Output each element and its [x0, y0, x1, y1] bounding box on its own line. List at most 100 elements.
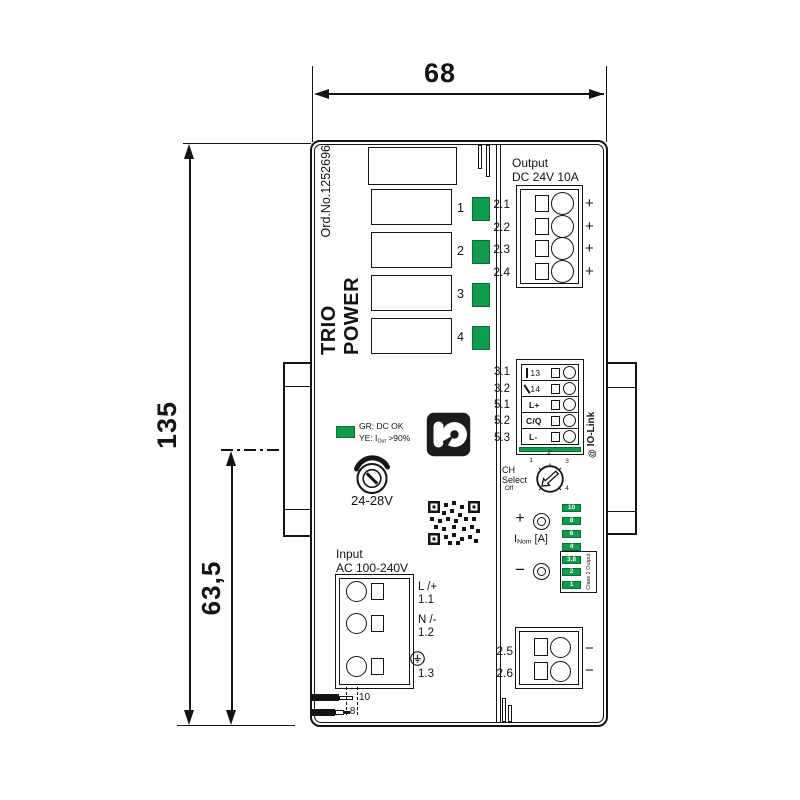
tab-left-line — [283, 386, 311, 387]
channel-box-4 — [371, 318, 452, 354]
status-led — [336, 426, 355, 438]
width-dimension-label: 68 — [423, 58, 457, 88]
channel-led-4 — [472, 326, 490, 350]
signal-wire-slot — [551, 383, 560, 394]
vent-slot — [478, 145, 482, 169]
channel-selector-rotary-icon — [536, 463, 564, 493]
signal-wire-slot — [551, 415, 560, 426]
width-dimension-line — [316, 93, 604, 95]
input-wire-slot — [371, 583, 384, 600]
signal-terminal-label: 5.1 — [494, 399, 510, 411]
polarity-plus: + — [585, 240, 594, 257]
din-rail-tab-left — [283, 362, 313, 537]
polarity-plus: + — [585, 218, 594, 235]
signal-terminal-label: 5.2 — [494, 415, 510, 427]
signal-wire-slot — [551, 367, 560, 378]
input-line-terminal: 1.1 — [418, 594, 434, 606]
selector-position-2: 2 — [547, 449, 551, 456]
vent-slot — [502, 698, 506, 722]
current-led-8: 8 — [562, 517, 581, 525]
voltage-range-label: 24-28V — [351, 493, 393, 508]
iolink-logo-icon: @ — [586, 449, 597, 458]
status-yellow-pre: YE: I — [359, 433, 378, 443]
bottom-wire-slot — [534, 638, 548, 656]
ch-label-line2: Select — [502, 475, 528, 485]
output-screw-terminal — [551, 237, 574, 260]
pin-label: C/Q — [526, 415, 542, 426]
decrease-button-inner — [537, 567, 546, 576]
wire-ferrule — [335, 710, 344, 715]
status-yellow-sub: Out — [377, 438, 386, 445]
nominal-current-label: INom [A] — [514, 533, 548, 546]
output-screw-terminal — [551, 192, 574, 215]
arrowhead-down-icon — [226, 710, 236, 725]
current-led-6: 6 — [562, 530, 581, 538]
current-led-2: 2 — [562, 568, 581, 576]
signal-terminal-label: 5.3 — [494, 432, 510, 444]
strip-length-tick — [346, 687, 347, 715]
selector-position-4: 4 — [565, 485, 569, 492]
input-wire-slot — [371, 658, 384, 675]
output-terminal-label: 2.1 — [493, 197, 510, 211]
pin-label: 14 — [530, 383, 541, 394]
iolink-label: IO-Link — [586, 411, 597, 447]
input-screw-terminal — [346, 581, 367, 602]
inom-post: [A] — [531, 533, 548, 545]
signal-terminal-label: 3.2 — [494, 383, 510, 395]
current-led-4: 4 — [562, 543, 581, 551]
vent-slot — [486, 145, 490, 177]
decrease-label: − — [515, 560, 525, 579]
polarity-minus: − — [585, 640, 594, 657]
class2-output-label: Class 2 Output — [586, 553, 592, 590]
wire-ferrule-tip — [344, 711, 350, 714]
brand-label: TRIO POWER — [318, 276, 363, 355]
bottom-terminal-label: 2.6 — [496, 666, 513, 680]
output-wire-slot — [535, 218, 549, 235]
height-dimension-line — [189, 156, 191, 712]
arrowhead-up-icon — [184, 144, 194, 159]
input-neutral-label: N /- — [418, 614, 437, 626]
bottom-terminal-label: 2.5 — [496, 644, 513, 658]
voltage-potentiometer-icon — [354, 455, 390, 494]
strip-length-solid-label: 10 — [359, 692, 371, 703]
signal-wire-slot — [551, 399, 560, 410]
input-neutral-terminal: 1.2 — [418, 627, 434, 639]
output-rating-label: DC 24V 10A — [512, 170, 579, 184]
output-wire-slot — [535, 263, 549, 280]
arrowhead-left-icon — [314, 89, 329, 99]
output-terminal-label: 2.2 — [493, 220, 510, 234]
selector-position-off: Off — [504, 485, 514, 492]
signal-row-cq: C/Q — [521, 412, 579, 429]
status-line-green: GR: DC OK — [359, 421, 404, 431]
pin-label: L+ — [529, 399, 540, 410]
selector-position-3: 3 — [565, 458, 569, 465]
status-line-yellow: YE: IOut >90% — [359, 433, 410, 444]
ch-label-line1: CH — [502, 465, 515, 475]
increase-button-inner — [537, 517, 546, 526]
status-yellow-post: >90% — [385, 433, 411, 443]
polarity-minus: − — [585, 662, 594, 679]
output-wire-slot — [535, 195, 549, 212]
pin-label: 13 — [530, 367, 541, 378]
tab-left-line — [283, 509, 311, 510]
signal-terminal-label: 3.1 — [494, 366, 510, 378]
wire-strip-ferrule-icon — [311, 709, 335, 716]
signal-green-bar — [519, 447, 581, 452]
input-pe-terminal: 1.3 — [418, 668, 434, 680]
input-title: Input — [336, 547, 363, 561]
order-number-label: Ord.No.1252696 — [319, 145, 333, 238]
height-dimension-label: 135 — [152, 400, 182, 450]
bottom-terminal-block-inner — [519, 631, 579, 685]
signal-screw-terminal — [563, 414, 576, 427]
panel-divider — [496, 145, 497, 722]
label-field — [368, 147, 457, 185]
height-extension-line-bottom — [177, 725, 295, 726]
qr-code — [428, 501, 480, 545]
channel-led-2 — [472, 240, 490, 264]
tab-right-line — [607, 511, 637, 512]
channel-led-1 — [472, 197, 490, 221]
arrowhead-down-icon — [184, 710, 194, 725]
bottom-screw-terminal — [550, 661, 571, 682]
panel-divider — [500, 145, 501, 722]
channel-number: 4 — [457, 330, 464, 344]
